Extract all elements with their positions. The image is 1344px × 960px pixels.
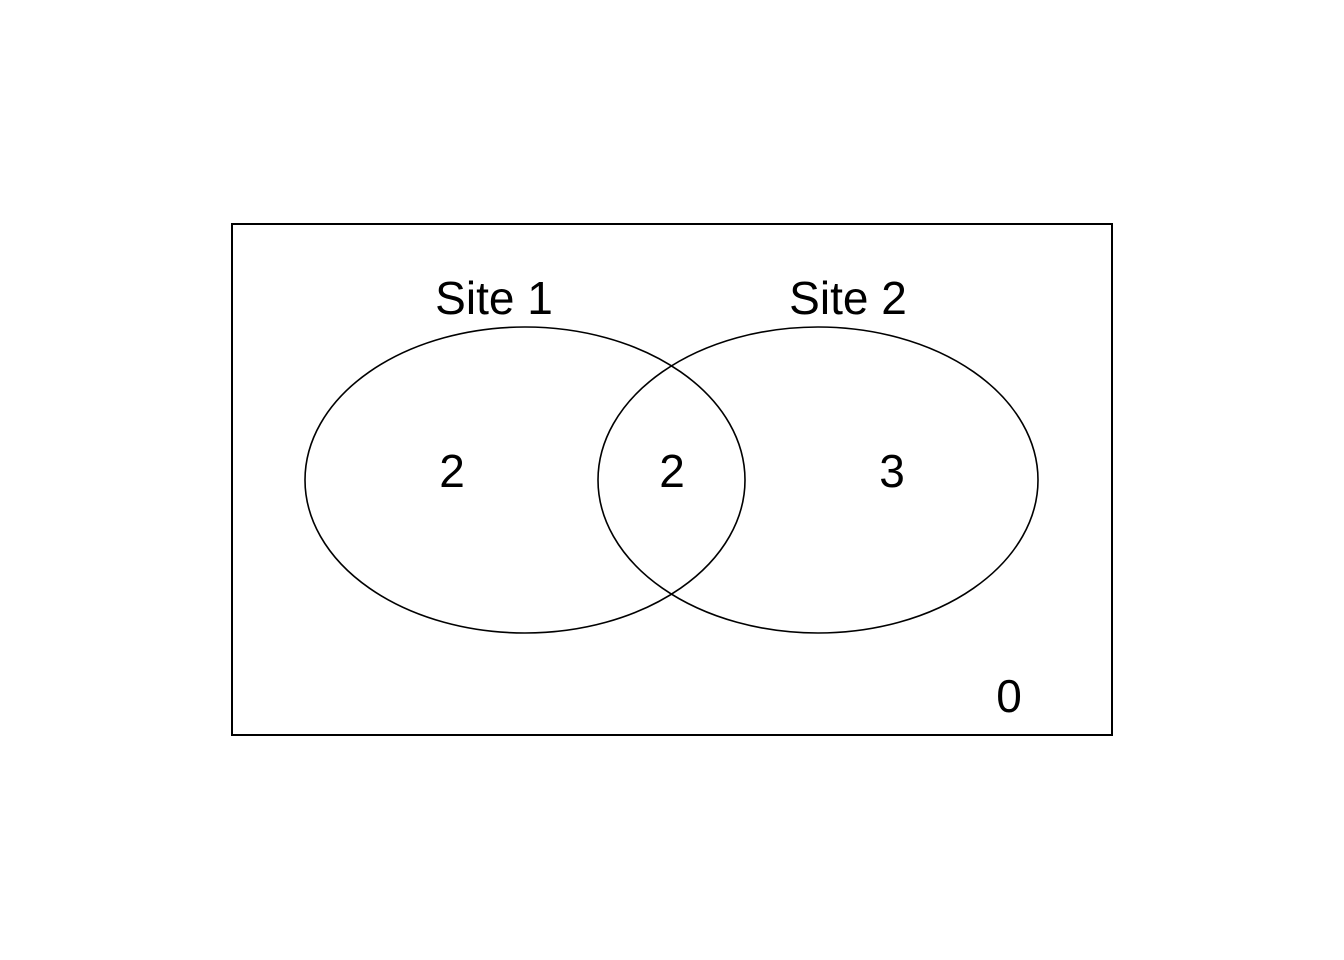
set-label-site-1: Site 1 — [435, 272, 553, 324]
count-neither: 0 — [996, 670, 1022, 722]
set-circle-site-2 — [597, 326, 1039, 634]
set-label-site-2: Site 2 — [789, 272, 907, 324]
set-circle-site-1 — [304, 326, 746, 634]
count-intersection: 2 — [659, 445, 685, 497]
universe-box — [231, 223, 1113, 736]
count-site-2-only: 3 — [879, 445, 905, 497]
count-site-1-only: 2 — [439, 445, 465, 497]
